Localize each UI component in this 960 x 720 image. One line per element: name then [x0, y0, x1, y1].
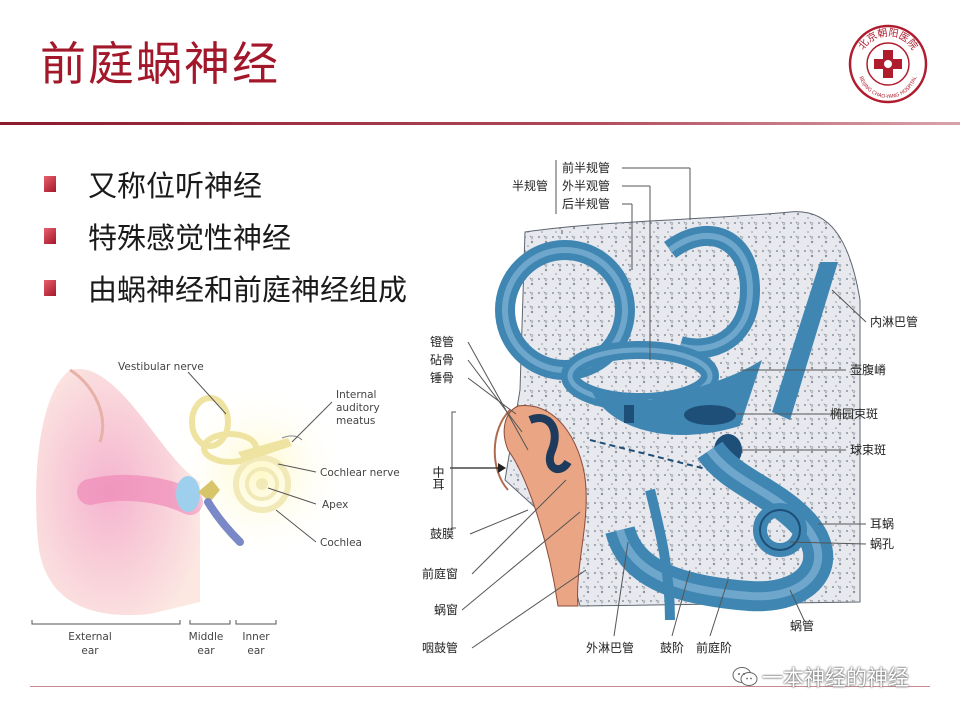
label-cochlear-nerve: Cochlear nerve	[320, 467, 400, 479]
label-round-window: 蜗窗	[434, 602, 458, 617]
label-vestibular-nerve: Vestibular nerve	[118, 361, 204, 373]
label-external-ear: ear	[81, 645, 99, 657]
bullet-icon	[44, 280, 56, 296]
label-inner-ear: ear	[247, 645, 265, 657]
bullet-item: 由蜗神经和前庭神经组成	[44, 262, 407, 314]
bullet-list: 又称位听神经 特殊感觉性神经 由蜗神经和前庭神经组成	[44, 158, 407, 314]
watermark-text: 一本神经的神经	[762, 666, 909, 690]
label-incus: 砧骨	[430, 353, 454, 367]
label-perilymphatic-duct: 外淋巴管	[586, 640, 634, 655]
bullet-text: 又称位听神经	[88, 169, 263, 203]
wechat-watermark: 一本神经的神经	[732, 662, 909, 692]
label-apex: Apex	[322, 499, 348, 511]
page-title: 前庭蜗神经	[40, 37, 280, 91]
bullet-icon	[44, 176, 56, 192]
label-endolymphatic-duct: 内淋巴管	[870, 314, 918, 329]
label-lateral-canal: 外半观管	[562, 178, 610, 193]
label-eustachian-tube: 咽鼓管	[422, 640, 458, 655]
label-inner: Inner	[242, 631, 270, 643]
title-divider	[0, 122, 960, 125]
label-auditory: auditory	[336, 402, 380, 414]
label-malleus: 锤骨	[430, 370, 454, 385]
label-middle-ear: ear	[197, 645, 215, 657]
label-middle-ear: 中耳	[431, 465, 445, 490]
label-semicircular-canals: 半规管	[512, 178, 548, 193]
label-cochlear-duct: 蜗管	[790, 618, 814, 633]
label-external: External	[68, 631, 112, 643]
label-oval-window: 前庭窗	[422, 566, 458, 581]
label-meatus: meatus	[336, 415, 375, 427]
label-internal: Internal	[336, 389, 376, 401]
label-posterior-canal: 后半规管	[562, 196, 610, 211]
hospital-logo: 北京朝阳医院 BEIJING CHAO-YANG HOSPITAL	[848, 24, 928, 104]
bullet-text: 特殊感觉性神经	[88, 221, 292, 255]
labyrinth-diagram: 半规管 前半规管 外半观管 后半规管 内淋巴管 镫管 砧骨 锤骨 壶腹嵴 椭园束…	[422, 160, 918, 655]
label-scala-tympani: 鼓阶	[660, 641, 684, 655]
label-tympanic-membrane: 鼓膜	[430, 527, 454, 541]
bullet-item: 又称位听神经	[44, 158, 407, 210]
wechat-icon	[732, 667, 758, 686]
label-anterior-canal: 前半规管	[562, 160, 610, 175]
label-helicotrema: 蜗孔	[870, 536, 894, 551]
bullet-item: 特殊感觉性神经	[44, 210, 407, 262]
bullet-text: 由蜗神经和前庭神经组成	[88, 273, 408, 307]
ear-anatomy-illustration: Vestibular nerve Internal auditory meatu…	[31, 361, 400, 657]
label-macula-utriculi: 椭园束斑	[830, 406, 878, 421]
label-middle: Middle	[189, 631, 224, 643]
label-cochlea: 耳蜗	[870, 516, 894, 531]
footer-divider	[30, 686, 930, 687]
label-ampullary-crest: 壶腹嵴	[850, 362, 886, 377]
bullet-icon	[44, 228, 56, 244]
label-scala-vestibuli: 前庭阶	[696, 640, 732, 655]
label-cochlea: Cochlea	[320, 537, 362, 549]
label-macula-sacculi: 球束斑	[850, 443, 886, 457]
label-stapes: 镫管	[430, 334, 454, 349]
